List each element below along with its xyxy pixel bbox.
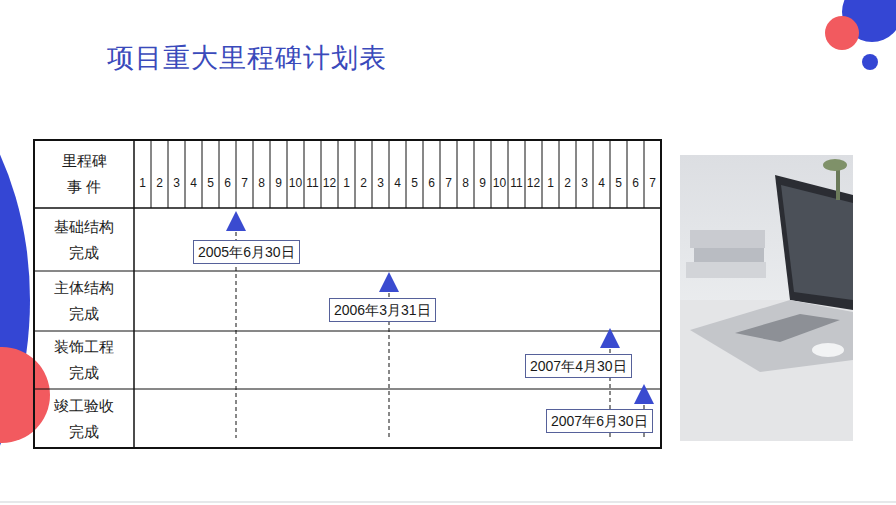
month-number: 5 — [610, 175, 627, 192]
month-number: 7 — [440, 175, 457, 192]
row-header-cell: 竣工验收 完成 — [34, 389, 134, 448]
bottom-rule — [0, 501, 896, 503]
red-circle — [0, 347, 50, 443]
month-number: 9 — [270, 175, 287, 192]
date-text: 2005年6月30日 — [198, 244, 295, 260]
header-text: 里程碑 事 件 — [59, 148, 109, 200]
month-number: 2 — [355, 175, 372, 192]
month-number: 1 — [134, 175, 151, 192]
month-number: 5 — [406, 175, 423, 192]
month-number: 1 — [338, 175, 355, 192]
month-number: 3 — [372, 175, 389, 192]
row-header-text: 基础结构 完成 — [53, 214, 116, 266]
month-number: 2 — [559, 175, 576, 192]
date-text: 2007年6月30日 — [551, 413, 648, 429]
slide-title: 项目重大里程碑计划表 — [107, 40, 387, 76]
month-number: 4 — [593, 175, 610, 192]
date-box: 2007年4月30日 — [525, 354, 632, 378]
month-number: 11 — [304, 175, 321, 192]
date-box: 2005年6月30日 — [193, 240, 300, 264]
month-number: 10 — [287, 175, 304, 192]
month-number: 10 — [491, 175, 508, 192]
blue-dot — [862, 54, 878, 70]
month-number: 2 — [151, 175, 168, 192]
date-box: 2006年3月31日 — [329, 298, 436, 322]
month-number: 12 — [321, 175, 338, 192]
laptop-photo — [680, 155, 853, 441]
row-header-text: 竣工验收 完成 — [53, 393, 116, 445]
date-text: 2006年3月31日 — [334, 302, 431, 318]
date-box: 2007年6月30日 — [546, 409, 653, 433]
month-number: 3 — [168, 175, 185, 192]
month-number: 12 — [525, 175, 542, 192]
month-number: 1 — [542, 175, 559, 192]
month-number: 6 — [627, 175, 644, 192]
month-number: 8 — [457, 175, 474, 192]
row-header-text: 主体结构 完成 — [53, 275, 116, 327]
month-number: 8 — [253, 175, 270, 192]
month-number: 6 — [423, 175, 440, 192]
row-header-text: 装饰工程 完成 — [53, 334, 116, 386]
row-header-cell: 装饰工程 完成 — [34, 331, 134, 389]
month-number: 7 — [236, 175, 253, 192]
month-number: 5 — [202, 175, 219, 192]
month-number: 6 — [219, 175, 236, 192]
month-number: 9 — [474, 175, 491, 192]
row-header-cell: 基础结构 完成 — [34, 208, 134, 271]
red-dot — [825, 16, 859, 50]
month-number: 4 — [185, 175, 202, 192]
milestone-table — [34, 140, 661, 448]
header-cell: 里程碑 事 件 — [34, 140, 134, 208]
month-number: 4 — [389, 175, 406, 192]
month-number: 7 — [644, 175, 661, 192]
month-number: 11 — [508, 175, 525, 192]
date-text: 2007年4月30日 — [530, 358, 627, 374]
month-number: 3 — [576, 175, 593, 192]
row-header-cell: 主体结构 完成 — [34, 271, 134, 331]
